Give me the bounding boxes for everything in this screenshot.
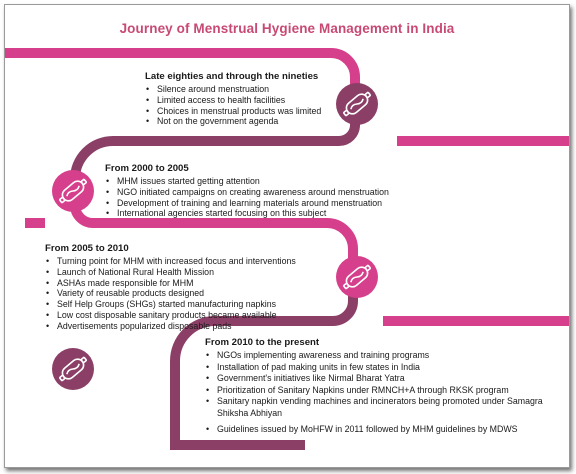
timeline-path (5, 48, 569, 450)
list-item: MHM issues started getting attention (105, 176, 389, 187)
sanitary-pad-icon-plum-2 (52, 348, 94, 390)
list-item: NGOs implementing awareness and training… (205, 350, 547, 362)
sanitary-pad-icon-magenta-2 (336, 256, 378, 298)
page-title: Journey of Menstrual Hygiene Management … (119, 21, 455, 36)
list-item: Silence around menstruation (145, 84, 321, 95)
phase-heading: From 2010 to the present (205, 337, 320, 348)
list-item: International agencies started focusing … (105, 208, 389, 219)
list-item: Self Help Groups (SHGs) started manufact… (45, 299, 296, 310)
list-item: Development of training and learning mat… (105, 198, 389, 209)
list-item: Choices in menstrual products was limite… (145, 106, 321, 117)
list-item: Turning point for MHM with increased foc… (45, 256, 296, 267)
list-item: Limited access to health facilities (145, 95, 321, 106)
list-item: Guidelines issued by MoHFW in 2011 follo… (205, 424, 547, 436)
timeline-segment-3 (70, 201, 358, 259)
list-item: Installation of pad making units in few … (205, 362, 547, 374)
phase-list: NGOs implementing awareness and training… (205, 350, 547, 435)
phase-list: Turning point for MHM with increased foc… (45, 256, 296, 332)
list-item: NGO initiated campaigns on creating awar… (105, 187, 389, 198)
list-item: Government's initiatives like Nirmal Bha… (205, 373, 547, 385)
list-item: ASHAs made responsible for MHM (45, 278, 296, 289)
phase-2010-present: From 2010 to the present NGOs implementi… (205, 337, 547, 435)
list-item: Launch of National Rural Health Mission (45, 267, 296, 278)
phase-heading: From 2005 to 2010 (45, 243, 129, 254)
phase-heading: Late eighties and through the nineties (145, 71, 319, 82)
phase-2005-2010: From 2005 to 2010 Turning point for MHM … (45, 243, 296, 332)
phase-list: Silence around menstruation Limited acce… (145, 84, 321, 127)
sanitary-pad-icon-plum (336, 83, 378, 125)
timeline-segment-1 (5, 48, 360, 93)
timeline-segment-2 (70, 117, 360, 185)
list-item: Sanitary napkin vending machines and inc… (205, 396, 547, 419)
phase-2000-2005: From 2000 to 2005 MHM issues started get… (105, 163, 389, 219)
list-item: Variety of reusable products designed (45, 288, 296, 299)
phase-list: MHM issues started getting attention NGO… (105, 176, 389, 219)
sanitary-pad-icon-magenta (52, 170, 94, 212)
phase-late-eighties: Late eighties and through the nineties S… (145, 71, 321, 127)
list-item: Prioritization of Sanitary Napkins under… (205, 385, 547, 397)
list-item: Advertisements popularized disposable pa… (45, 321, 296, 332)
phase-heading: From 2000 to 2005 (105, 163, 189, 174)
infographic-frame: Journey of Menstrual Hygiene Management … (4, 4, 570, 468)
list-item: Not on the government agenda (145, 116, 321, 127)
list-item: Low cost disposable sanitary products be… (45, 310, 296, 321)
